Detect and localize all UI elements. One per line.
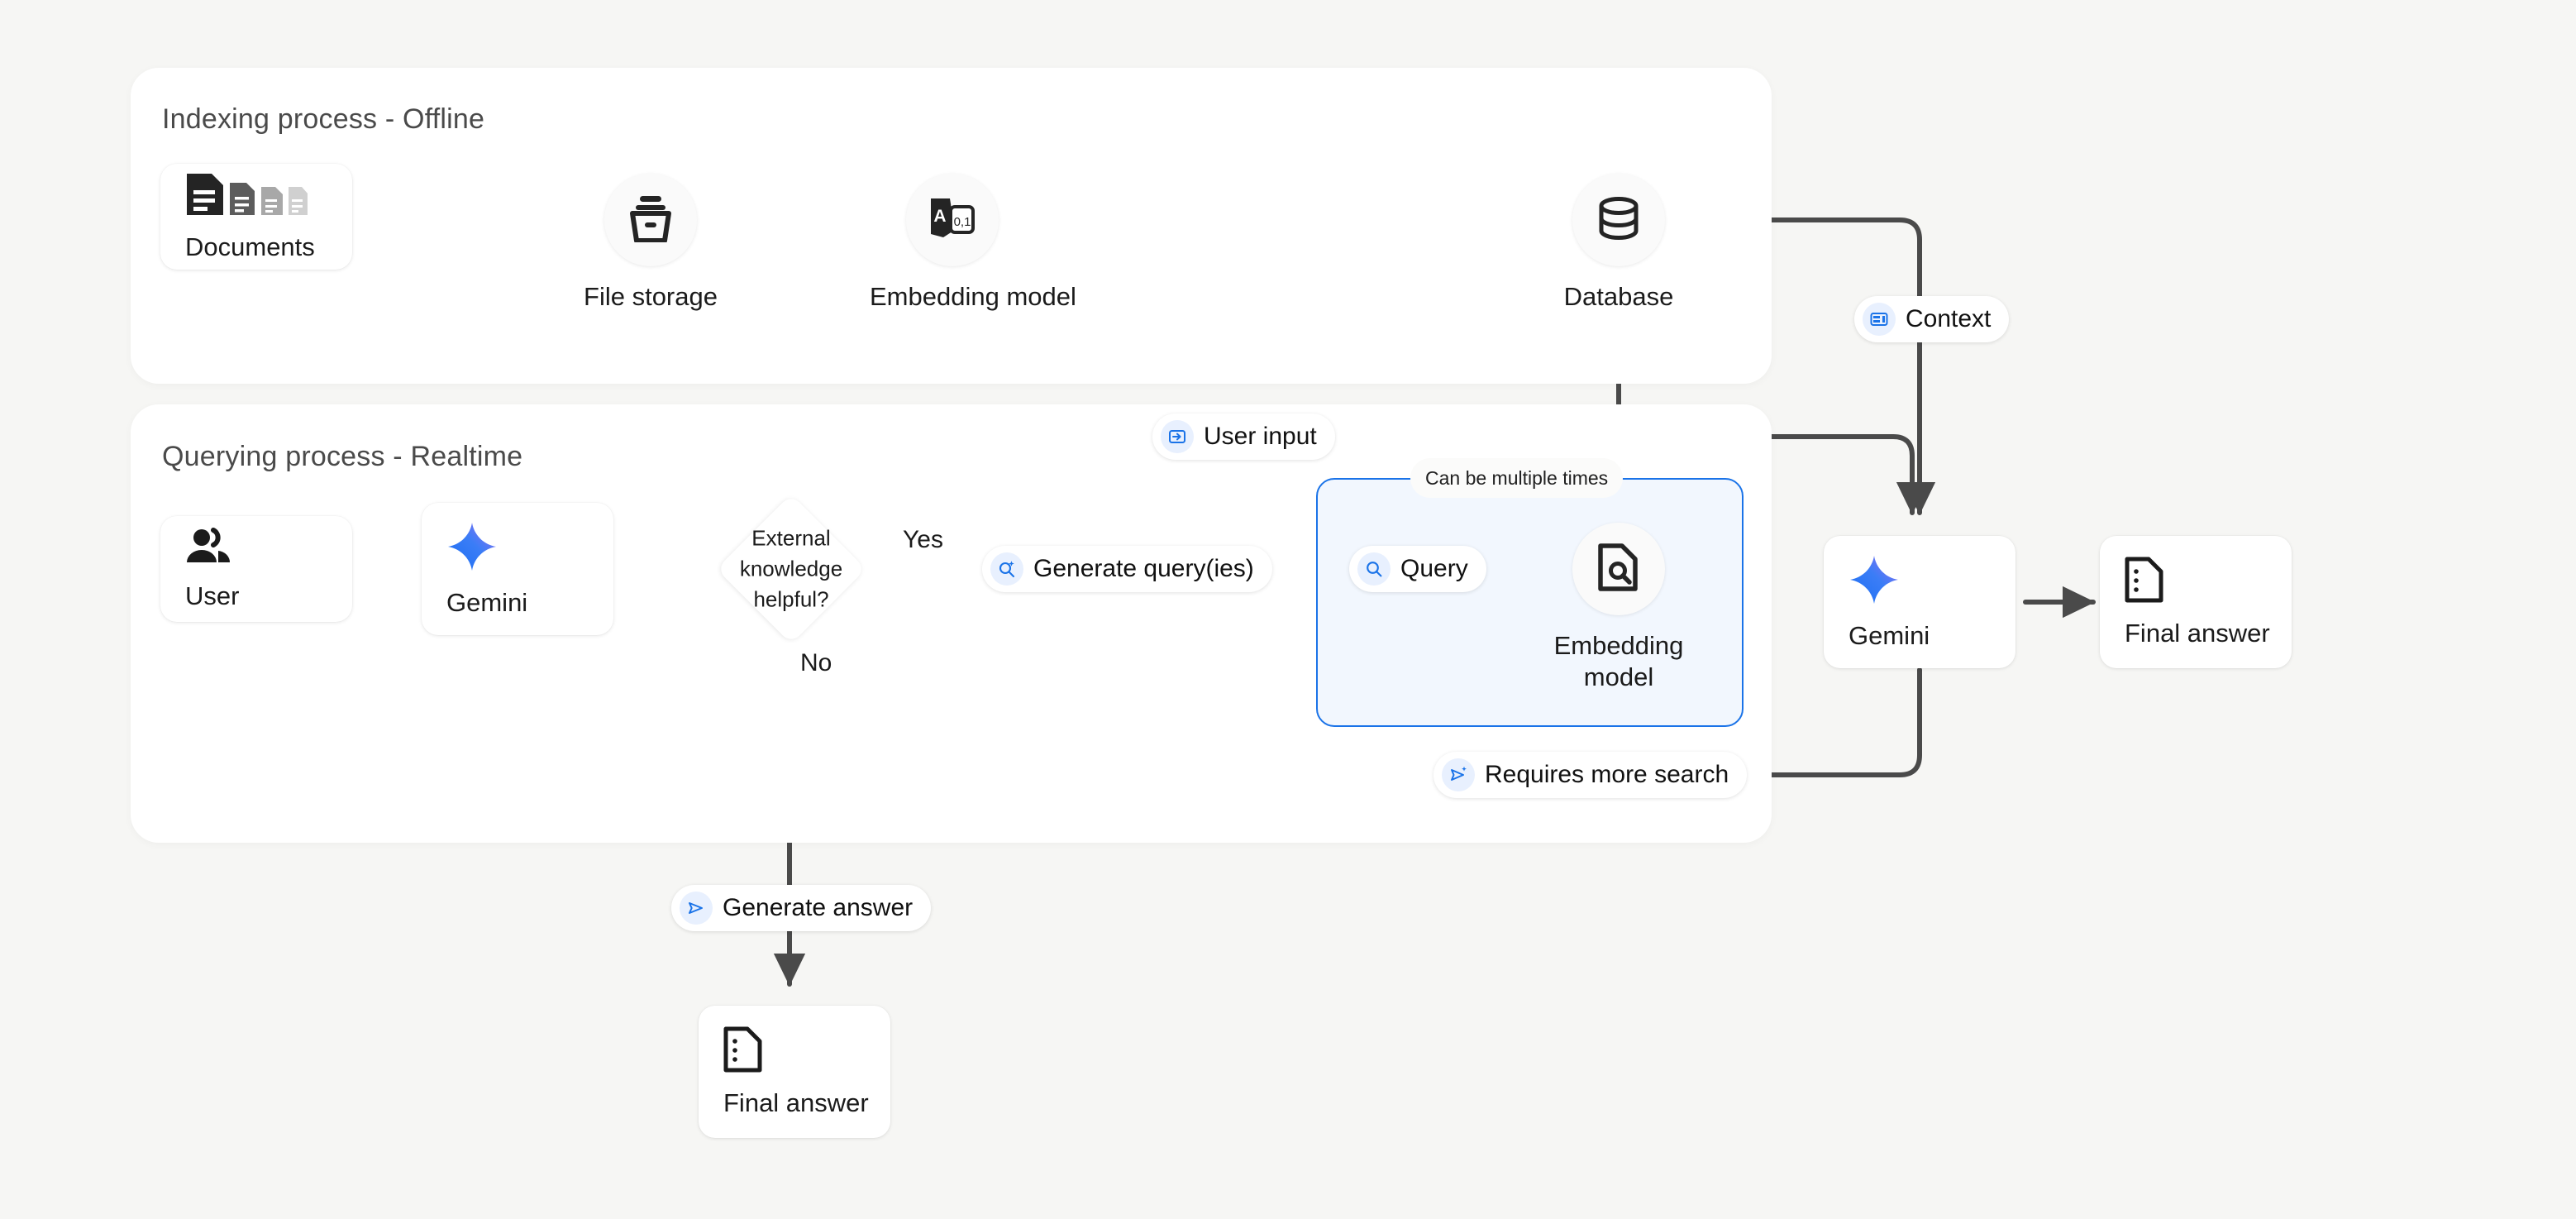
svg-text:A: A bbox=[933, 207, 946, 226]
node-embedding-model-indexing-label: Embedding model bbox=[870, 282, 1076, 311]
chip-requires-more-search[interactable]: Requires more search bbox=[1433, 752, 1748, 798]
querying-panel-title: Querying process - Realtime bbox=[162, 441, 523, 472]
search-sparkle-icon bbox=[990, 552, 1023, 586]
chip-user-input[interactable]: User input bbox=[1152, 414, 1335, 460]
node-gemini-left-label: Gemini bbox=[446, 587, 528, 617]
chip-query[interactable]: Query bbox=[1349, 546, 1486, 592]
node-database[interactable]: Database bbox=[1536, 174, 1701, 313]
node-final-answer-right[interactable]: Final answer bbox=[2100, 536, 2292, 668]
node-decision-label: External knowledge helpful? bbox=[739, 525, 843, 612]
documents-icon bbox=[185, 172, 352, 221]
chip-requires-more-search-label: Requires more search bbox=[1485, 761, 1729, 788]
translate-model-icon: A 0,1 bbox=[928, 195, 977, 246]
send-sparkle-icon bbox=[1442, 758, 1475, 791]
edge-label-yes: Yes bbox=[903, 526, 943, 553]
node-file-storage[interactable]: File storage bbox=[568, 174, 733, 313]
retrieval-loop-box bbox=[1316, 478, 1744, 727]
node-documents-label: Documents bbox=[185, 232, 315, 261]
node-embedding-model-indexing[interactable]: A 0,1 Embedding model bbox=[870, 174, 1076, 313]
node-file-storage-label: File storage bbox=[584, 282, 718, 311]
node-user[interactable]: User bbox=[160, 516, 352, 622]
node-database-label: Database bbox=[1563, 282, 1674, 311]
answer-doc-icon bbox=[2125, 557, 2292, 607]
user-group-icon bbox=[185, 527, 352, 570]
node-final-answer-bottom-label: Final answer bbox=[723, 1088, 869, 1117]
database-icon-wrap bbox=[1572, 174, 1665, 266]
chip-generate-queries[interactable]: Generate query(ies) bbox=[982, 546, 1272, 592]
doc-search-icon bbox=[1597, 543, 1640, 595]
file-storage-icon bbox=[628, 194, 673, 246]
loop-box-label: Can be multiple times bbox=[1410, 458, 1624, 498]
send-icon bbox=[680, 892, 713, 925]
node-decision-external-knowledge[interactable]: External knowledge helpful? bbox=[716, 494, 866, 644]
node-documents[interactable]: Documents bbox=[160, 164, 352, 270]
node-embedding-model-query-label: Embedding model bbox=[1553, 631, 1684, 691]
database-icon bbox=[1596, 195, 1642, 246]
node-final-answer-right-label: Final answer bbox=[2125, 618, 2270, 648]
chip-generate-queries-label: Generate query(ies) bbox=[1033, 555, 1254, 582]
chip-generate-answer-label: Generate answer bbox=[723, 894, 914, 921]
chip-query-label: Query bbox=[1400, 555, 1468, 582]
context-panel-icon bbox=[1863, 303, 1896, 336]
node-final-answer-bottom[interactable]: Final answer bbox=[699, 1006, 890, 1138]
file-storage-icon-wrap bbox=[604, 174, 697, 266]
search-icon bbox=[1357, 552, 1391, 586]
svg-text:0,1: 0,1 bbox=[954, 215, 971, 229]
node-embedding-model-query[interactable]: Embedding model bbox=[1536, 523, 1701, 693]
input-arrow-icon bbox=[1161, 420, 1194, 453]
node-gemini-right-label: Gemini bbox=[1849, 620, 1930, 650]
gemini-sparkle-icon bbox=[446, 521, 613, 576]
translate-model-icon-wrap: A 0,1 bbox=[906, 174, 999, 266]
chip-context[interactable]: Context bbox=[1854, 296, 2010, 342]
edge-label-no: No bbox=[800, 649, 832, 676]
doc-search-icon-wrap bbox=[1572, 523, 1665, 615]
indexing-panel-title: Indexing process - Offline bbox=[162, 103, 485, 135]
chip-context-label: Context bbox=[1906, 305, 1992, 332]
chip-user-input-label: User input bbox=[1204, 423, 1317, 450]
answer-doc-icon bbox=[723, 1026, 890, 1077]
node-user-label: User bbox=[185, 581, 240, 610]
chip-generate-answer[interactable]: Generate answer bbox=[671, 885, 932, 931]
node-gemini-right[interactable]: Gemini bbox=[1824, 536, 2015, 668]
gemini-sparkle-icon bbox=[1849, 554, 2015, 610]
node-gemini-left[interactable]: Gemini bbox=[422, 503, 613, 635]
